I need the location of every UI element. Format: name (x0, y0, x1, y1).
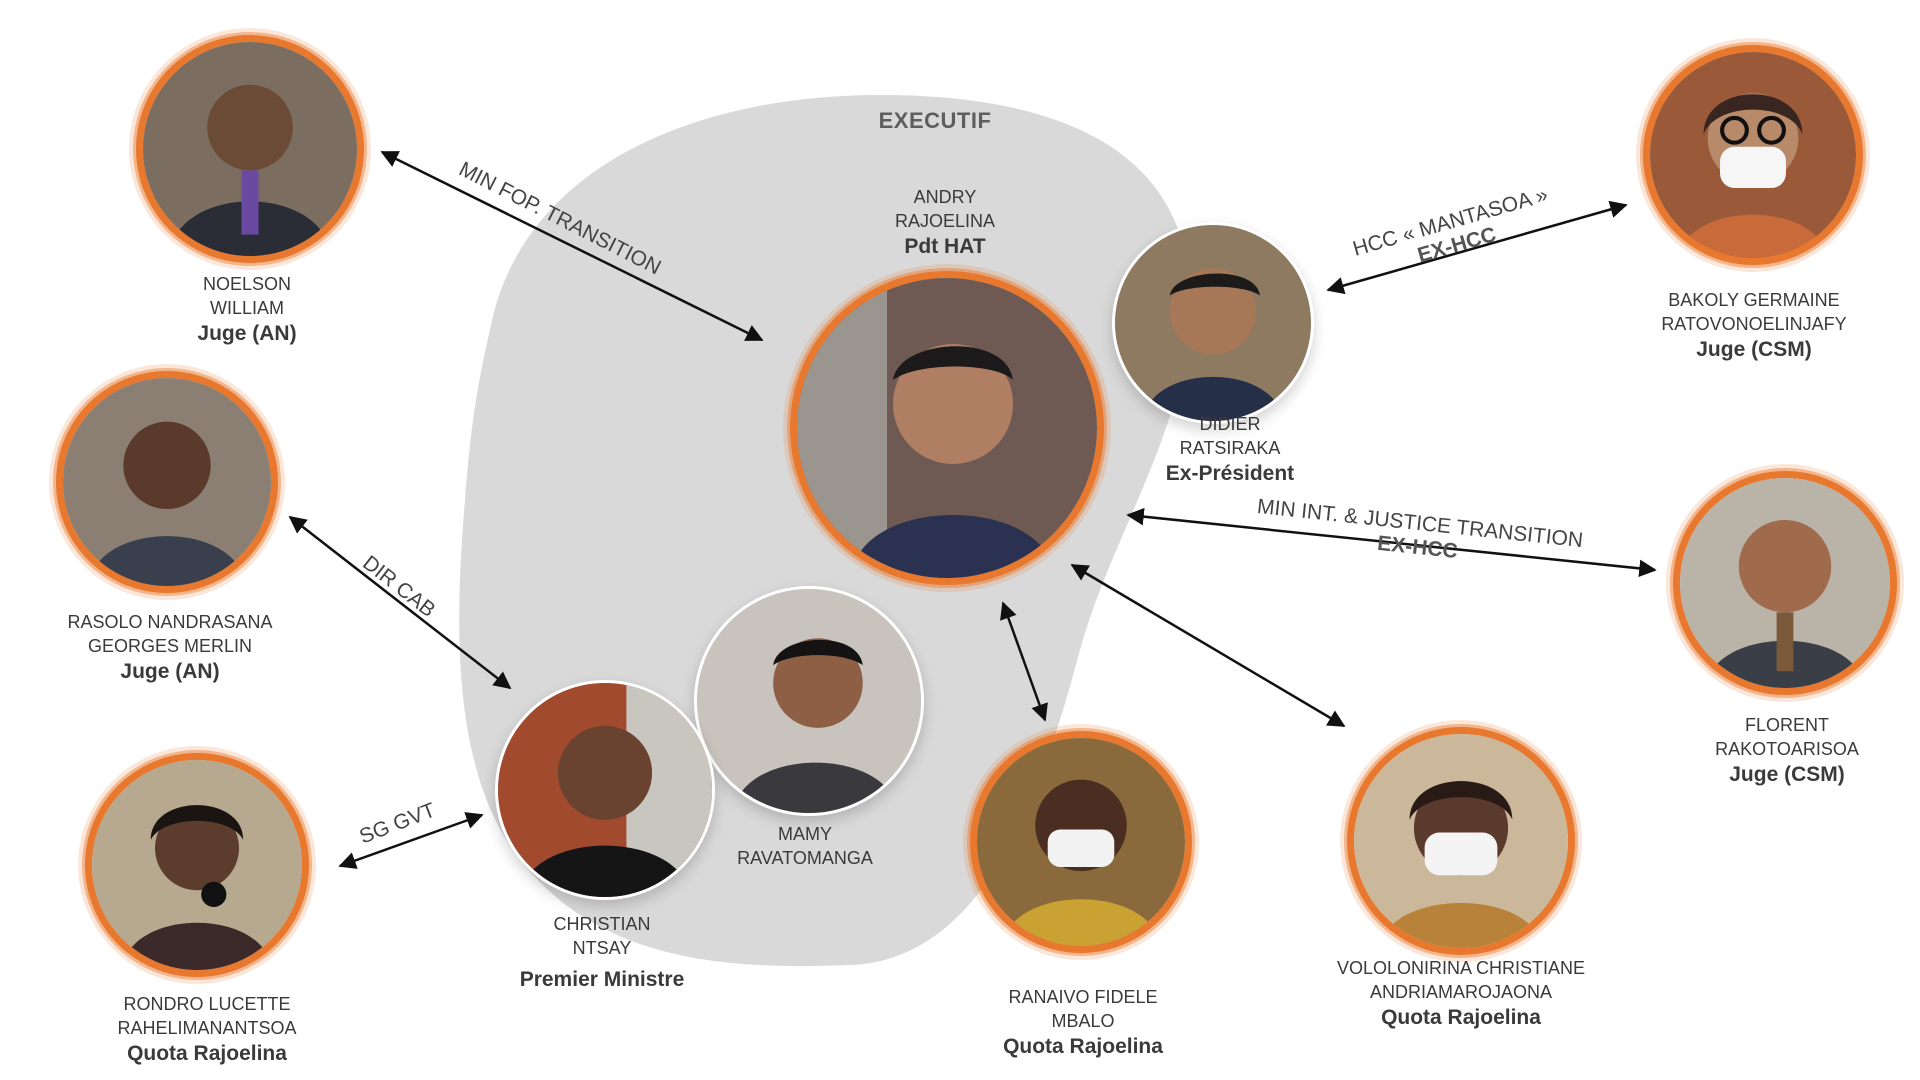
person-portrait-icon (63, 378, 271, 586)
avatar-mamy (694, 586, 924, 816)
person-portrait-icon (697, 589, 921, 813)
label-noelson: NOELSON WILLIAM Juge (AN) (197, 274, 297, 345)
arrow-noelson-andry (380, 150, 764, 342)
label-mamy: MAMY RAVATOMANGA (737, 824, 873, 868)
executif-zone-title: EXECUTIF (878, 108, 992, 133)
avatar-didier (1112, 222, 1314, 424)
avatar-rasolo (63, 378, 271, 586)
label-rasolo: RASOLO NANDRASANA GEORGES MERLIN Juge (A… (67, 612, 273, 683)
person-portrait-icon (498, 683, 712, 897)
label-christian: CHRISTIAN NTSAY Premier Ministre (519, 914, 685, 991)
label-bakoly: BAKOLY GERMAINE RATOVONOELINJAFY Juge (C… (1661, 290, 1847, 361)
person-portrait-icon (1680, 478, 1890, 688)
avatar-ranaivo (977, 738, 1185, 946)
person-portrait-icon (1115, 225, 1311, 421)
label-florent: FLORENT RAKOTOARISOA Juge (CSM) (1715, 715, 1859, 786)
avatar-florent (1680, 478, 1890, 688)
avatar-vololo (1354, 734, 1568, 948)
avatar-rondro (92, 760, 302, 970)
arrow-didier-bakoly (1326, 200, 1628, 295)
arrow-andry-vololo (1070, 563, 1346, 728)
label-ranaivo: RANAIVO FIDELE MBALO Quota Rajoelina (1003, 987, 1163, 1058)
person-portrait-icon (143, 42, 357, 256)
arrow-rondro-christian (338, 812, 484, 869)
person-portrait-icon (92, 760, 302, 970)
arrow-andry-ranaivo (1000, 601, 1048, 722)
label-rondro: RONDRO LUCETTE RAHELIMANANTSOA Quota Raj… (117, 994, 297, 1065)
label-andry: ANDRY RAJOELINA Pdt HAT (894, 187, 996, 258)
label-vololo: VOLOLONIRINA CHRISTIANE ANDRIAMAROJAONA … (1336, 958, 1586, 1029)
label-didier: DIDIER RATSIRAKA Ex-Président (1165, 414, 1295, 485)
avatar-noelson (143, 42, 357, 256)
arrow-andry-florent (1126, 507, 1657, 578)
avatar-christian (495, 680, 715, 900)
person-portrait-icon (1650, 52, 1856, 258)
avatar-bakoly (1650, 52, 1856, 258)
person-portrait-icon (1354, 734, 1568, 948)
person-portrait-icon (977, 738, 1185, 946)
arrow-rasolo-christian (288, 515, 512, 690)
